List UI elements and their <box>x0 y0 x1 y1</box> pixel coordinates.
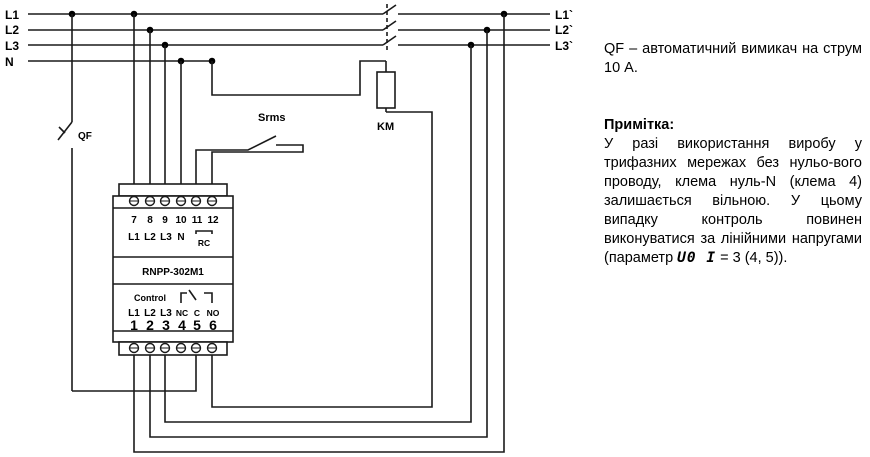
bottom-terminals <box>128 342 218 354</box>
rc-bracket-icon <box>195 230 213 234</box>
top-terminal-number: 7 <box>131 215 137 226</box>
wire-qf-t5 <box>72 350 197 392</box>
bottom-terminal-number: 4 <box>178 317 186 333</box>
top-terminals <box>128 195 218 207</box>
top-terminal-number: 12 <box>207 215 219 226</box>
line-label-n: N <box>5 55 14 69</box>
wire-n-km-coil <box>211 60 386 96</box>
line-label-l1-out: L1` <box>555 8 573 22</box>
top-terminal-number: 10 <box>175 215 187 226</box>
top-terminal-label-l1: L1 <box>128 232 140 243</box>
line-label-l2-out: L2` <box>555 23 573 37</box>
control-label: Control <box>134 293 166 303</box>
srms-label: Srms <box>258 112 286 124</box>
bottom-terminal-label: L1 <box>128 308 140 319</box>
bottom-terminal-label: C <box>194 308 200 318</box>
top-terminal-label-l3: L3 <box>160 232 172 243</box>
top-terminal-number: 11 <box>192 215 203 226</box>
km-coil <box>376 71 396 109</box>
wiring-diagram: L1 L2 L3 N L1` L2` L3` KM <box>5 4 573 453</box>
wire-t1-l1out <box>133 14 505 453</box>
rnpp-device <box>112 183 234 356</box>
wire-t3-l3out <box>164 45 472 423</box>
note-title: Примітка: <box>604 117 675 133</box>
notes-panel: QF – автоматичний вимикач на струм 10 А.… <box>604 40 862 268</box>
relay-contact-icon <box>180 289 213 303</box>
bottom-terminal-label: L3 <box>160 308 172 319</box>
bottom-terminal-number: 5 <box>193 317 201 333</box>
parameter-code: U0 I <box>677 250 717 266</box>
wire-t2-l2out <box>149 30 488 438</box>
top-terminal-label-n: N <box>177 232 184 243</box>
bottom-terminal-number: 3 <box>162 317 170 333</box>
device-model: RNPP-302M1 <box>142 267 204 278</box>
note-body: У разі використання виробу у трифазних м… <box>604 135 862 268</box>
bottom-terminal-label: L2 <box>144 308 156 319</box>
top-terminal-label-rc: RC <box>198 238 210 248</box>
srms-switch-left <box>195 135 277 190</box>
bottom-terminal-number: 1 <box>130 317 138 333</box>
km-label: KM <box>377 121 394 133</box>
bottom-terminal-label: NO <box>207 308 220 318</box>
bottom-terminal-number: 6 <box>209 317 217 333</box>
qf-description: QF – автоматичний вимикач на струм 10 А. <box>604 41 862 76</box>
km-main-contacts <box>382 4 397 52</box>
line-label-l2: L2 <box>5 23 19 37</box>
qf-label: QF <box>78 131 92 142</box>
bottom-terminal-number: 2 <box>146 317 154 333</box>
top-terminal-label-l2: L2 <box>144 232 156 243</box>
line-label-l1: L1 <box>5 8 19 22</box>
wire-t6-km <box>211 111 433 408</box>
qf-breaker <box>57 14 73 391</box>
note-body-text: У разі використання виробу у трифазних м… <box>604 136 862 266</box>
srms-switch-right <box>211 144 304 190</box>
line-label-l3: L3 <box>5 39 19 53</box>
top-terminal-number: 9 <box>162 215 168 226</box>
line-label-l3-out: L3` <box>555 39 573 53</box>
top-terminal-number: 8 <box>147 215 153 226</box>
note-body-end: = 3 (4, 5)). <box>716 250 788 266</box>
bottom-terminal-label: NC <box>176 308 188 318</box>
